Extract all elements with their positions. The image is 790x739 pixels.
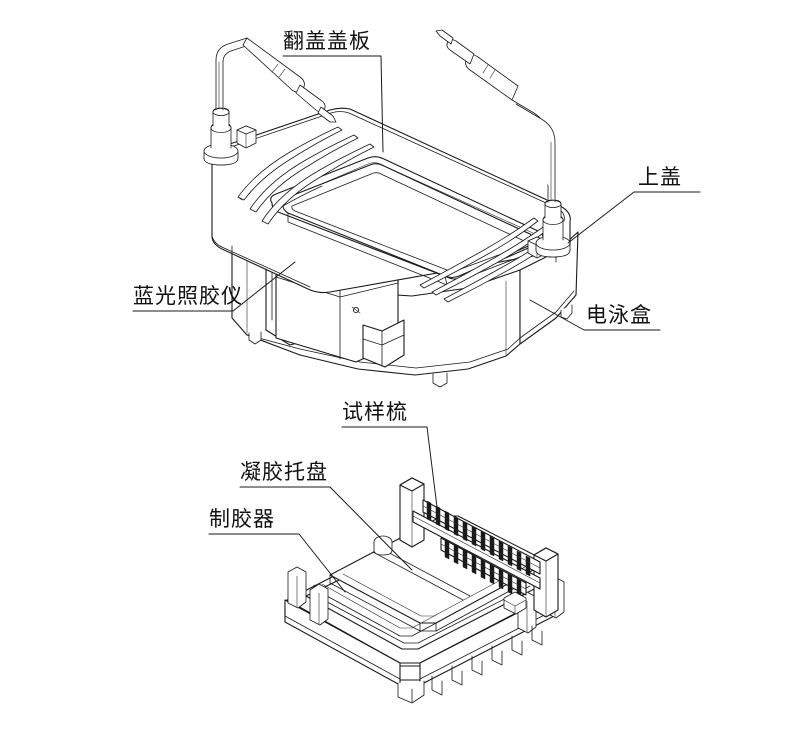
tray-thumb-knob <box>373 535 393 556</box>
leader-tank-body <box>529 299 661 331</box>
leader-flip-lid <box>282 55 384 153</box>
comb-rail-rear <box>412 510 541 590</box>
caster-latch-clip <box>503 591 527 615</box>
electrode-post-right <box>435 29 571 258</box>
lid-hinge-knob-left <box>236 125 257 149</box>
leader-gel-tray <box>239 486 413 571</box>
label-gel-caster: 制胶器 <box>209 507 275 531</box>
label-tank-body: 电泳盒 <box>586 303 652 327</box>
leader-gel-caster <box>208 533 346 593</box>
cover-vent-ribs-left <box>237 126 375 225</box>
electrode-post-left <box>203 37 337 166</box>
caster-bottom-slats <box>431 625 543 696</box>
label-gel-imager: 蓝光照胶仪 <box>133 284 243 308</box>
cover-vent-ribs-right <box>419 217 563 303</box>
sample-comb-front <box>440 537 527 600</box>
leader-sample-comb <box>341 426 438 508</box>
label-upper-cover: 上盖 <box>638 165 682 189</box>
comb-teeth-front <box>444 538 522 600</box>
label-flip-lid: 翻盖盖板 <box>283 29 371 53</box>
leader-gel-imager <box>132 261 296 312</box>
comb-teeth-rear <box>426 500 531 577</box>
comb-support-uprights <box>399 477 559 618</box>
label-sample-comb: 试样梳 <box>342 400 408 424</box>
electrophoresis-tank-assembly <box>203 29 579 388</box>
sample-comb-rear <box>422 499 541 577</box>
label-gel-tray: 凝胶托盘 <box>240 460 328 484</box>
callout-leader-lines <box>132 55 701 593</box>
leader-upper-cover <box>567 191 701 244</box>
gel-caster-assembly <box>284 477 565 704</box>
